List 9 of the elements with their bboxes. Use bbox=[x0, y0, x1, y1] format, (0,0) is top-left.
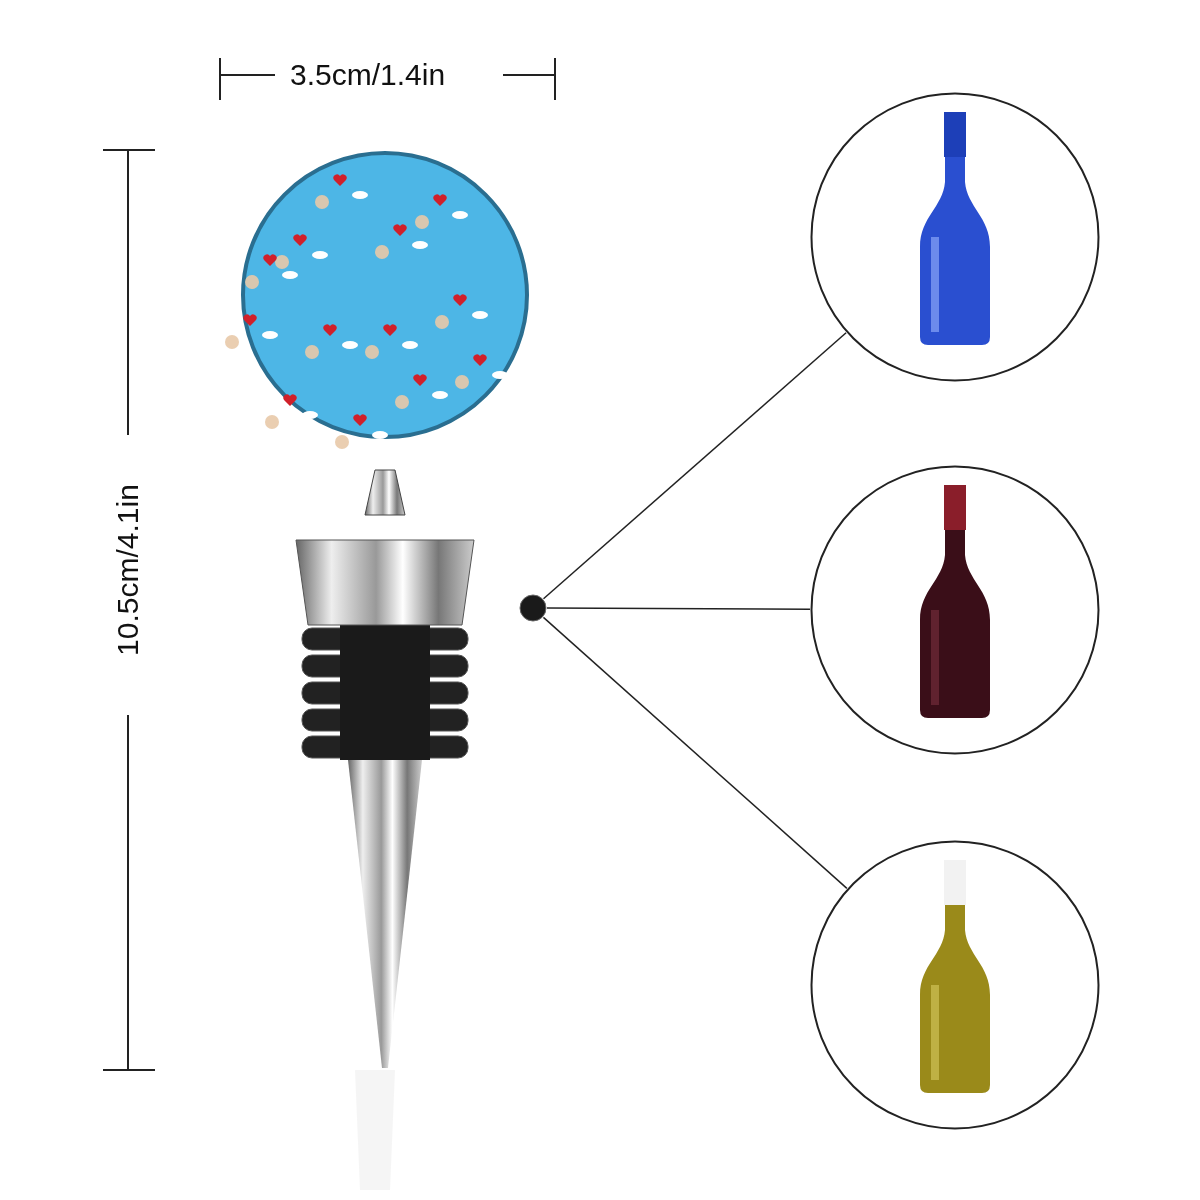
bottle-picture-circle bbox=[810, 92, 1100, 382]
connector-dot bbox=[519, 594, 547, 622]
connector-line bbox=[546, 607, 811, 611]
connector-line bbox=[542, 616, 848, 890]
bottle-picture-circle bbox=[810, 840, 1100, 1130]
dimension-label: 3.5cm/1.4in bbox=[290, 60, 446, 90]
dimension-label: 10.5cm/4.1in bbox=[113, 483, 143, 658]
bottle-picture-circle bbox=[810, 465, 1100, 755]
connector-line bbox=[542, 332, 847, 600]
